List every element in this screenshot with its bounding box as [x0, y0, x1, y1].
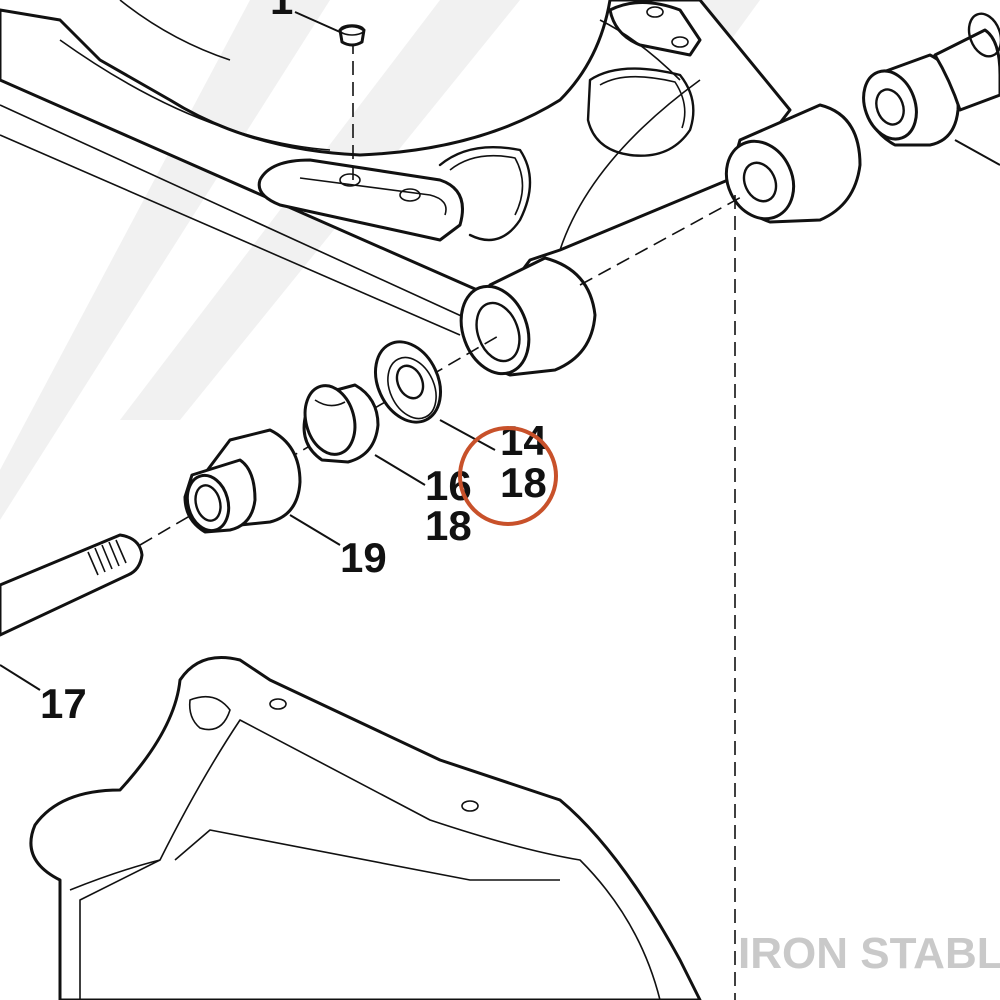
callout-17: 17 — [40, 680, 87, 727]
highlight-circle — [458, 426, 558, 526]
bushing-far-right — [862, 12, 1000, 147]
callout-18-right: 18 — [500, 459, 547, 506]
callout-1: 1 — [270, 0, 293, 23]
swingarm-frame — [0, 0, 792, 336]
pivot-bushing-right — [724, 103, 862, 224]
iron-stable-watermark: IRON STABLE — [738, 929, 1000, 978]
pivot-bushing-left — [459, 256, 597, 377]
lower-frame-casting — [29, 656, 702, 1000]
callout-16: 16 — [425, 462, 472, 509]
spacer-part-16 — [302, 383, 380, 464]
leader-lines — [0, 11, 1000, 691]
fastener-part-1 — [338, 24, 366, 47]
callout-18-left: 18 — [425, 502, 472, 549]
callout-19: 19 — [340, 534, 387, 581]
washer-part-14 — [374, 340, 442, 424]
axle-bolt-part-17 — [0, 533, 144, 637]
bushing-part-19 — [183, 428, 302, 534]
